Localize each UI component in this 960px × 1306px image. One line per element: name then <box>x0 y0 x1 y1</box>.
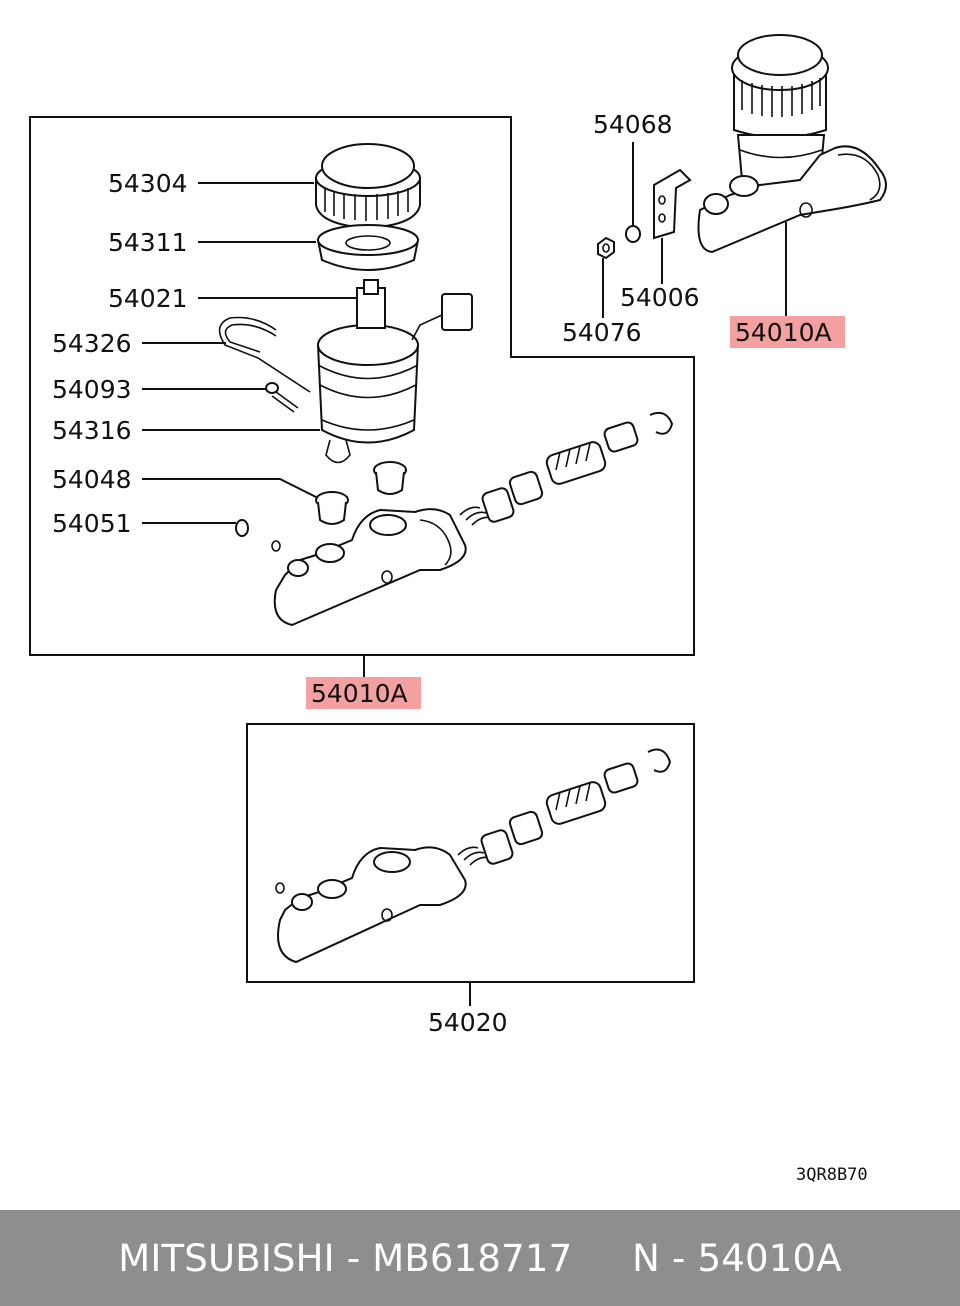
label-54076[interactable]: 54076 <box>562 318 642 347</box>
highlight-54010a-mid <box>306 677 421 709</box>
assembly-frame-lower <box>246 723 695 983</box>
label-54316[interactable]: 54316 <box>52 416 132 445</box>
reservoir-body[interactable] <box>316 324 420 464</box>
footer-bar: MITSUBISHI - MB618717 N - 54010A <box>0 1210 960 1306</box>
nut[interactable] <box>597 236 615 260</box>
reservoir-hose[interactable] <box>218 316 311 393</box>
label-54304[interactable]: 54304 <box>108 169 188 198</box>
label-54048[interactable]: 54048 <box>52 465 132 494</box>
label-54311[interactable]: 54311 <box>108 228 188 257</box>
label-54010a-top[interactable]: 54010A <box>735 318 832 347</box>
part-number-caption: MITSUBISHI - MB618717 N - 54010A <box>118 1236 842 1280</box>
bleeder-screw[interactable] <box>235 519 281 552</box>
sensor-connector[interactable] <box>411 293 473 341</box>
mounting-bracket[interactable] <box>653 168 692 240</box>
master-cylinder-body-lower[interactable] <box>275 846 467 964</box>
master-cylinder-body-upper[interactable] <box>273 508 467 627</box>
master-cylinder-assembly[interactable] <box>697 34 887 254</box>
label-54020[interactable]: 54020 <box>428 1008 508 1037</box>
washer[interactable] <box>625 225 641 243</box>
piston-kit-upper[interactable] <box>459 411 674 526</box>
hose-clip[interactable] <box>265 382 299 413</box>
piston-kit-lower[interactable] <box>457 748 672 866</box>
reservoir-grommet[interactable] <box>315 461 407 525</box>
label-54093[interactable]: 54093 <box>52 375 132 404</box>
label-54326[interactable]: 54326 <box>52 329 132 358</box>
level-sensor-switch[interactable] <box>356 279 386 329</box>
highlight-54010a-top <box>730 316 845 348</box>
parts-diagram: 54304 54311 54021 54326 54093 54316 5404… <box>29 34 887 1185</box>
leader-54048 <box>142 478 319 499</box>
label-54051[interactable]: 54051 <box>52 509 132 538</box>
label-54006[interactable]: 54006 <box>620 283 700 312</box>
assembly-frame-upper <box>29 116 695 656</box>
reservoir-hose-inner <box>224 323 277 353</box>
diagram-code: 3QR8B70 <box>796 1165 868 1185</box>
reservoir-cap[interactable] <box>315 143 421 230</box>
reservoir-strainer[interactable] <box>316 224 420 271</box>
label-54021[interactable]: 54021 <box>108 284 188 313</box>
label-54010a-mid[interactable]: 54010A <box>311 679 408 708</box>
label-54068[interactable]: 54068 <box>593 110 673 139</box>
